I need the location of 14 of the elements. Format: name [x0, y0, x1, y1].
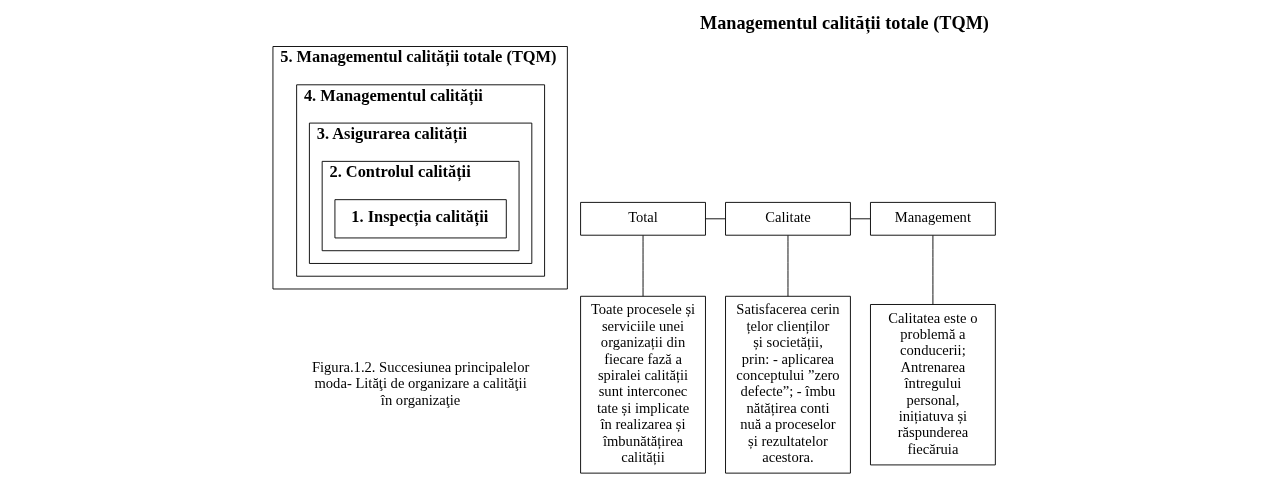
label: Figura.1.2. Succesiunea principalelor moda- Lităţi de organizare a calităţii în organizaţie — [311, 358, 530, 408]
node-box: Total — [580, 201, 706, 236]
node-box: Calitate — [725, 201, 851, 236]
node-box: Management — [870, 201, 996, 236]
node-box: Toate procesele și serviciile unei organizații din fiecare fază a spiralei calității sunt interconec tate și implicate în realizarea și îmbunătățirea calității — [580, 295, 706, 474]
connector — [850, 218, 871, 220]
diagram-title: Managementul calității totale (TQM) — [700, 13, 989, 34]
node-box: Calitatea este o problemă a conducerii; Antrenarea întregului personal, inițiatuva și răspunderea fiecăruia — [870, 304, 996, 466]
connector — [642, 235, 644, 297]
node-box: Satisfacerea cerin țelor clienților și societății, prin: - aplicarea conceptului ”zero defecte”; - îmbu nătățirea conti nuă a proceselor și rezultatelor acestora. — [725, 295, 851, 474]
connector — [787, 235, 789, 297]
connector — [932, 235, 934, 305]
node-box: 1. Inspecția calității — [334, 199, 507, 239]
connector — [705, 218, 726, 220]
